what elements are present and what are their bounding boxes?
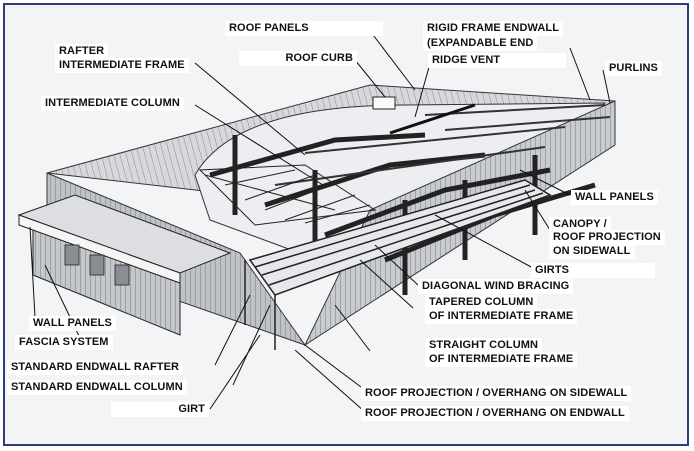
- label-tapered-column-line1: TAPERED COLUMN: [425, 295, 538, 310]
- label-diagonal-wind-bracing: DIAGONAL WIND BRACING: [418, 279, 574, 294]
- label-rafter-line1: RAFTER: [55, 44, 109, 59]
- label-standard-endwall-rafter: STANDARD ENDWALL RAFTER: [7, 360, 184, 375]
- label-wall-panels-left: WALL PANELS: [29, 316, 116, 331]
- label-ridge-vent: RIDGE VENT: [428, 53, 566, 68]
- label-canopy-line1: CANOPY /: [549, 217, 611, 232]
- label-roof-curb: ROOF CURB: [239, 51, 357, 66]
- label-straight-column-line2: OF INTERMEDIATE FRAME: [425, 352, 578, 367]
- purlins: [274, 104, 611, 186]
- wind-bracing: [198, 164, 377, 226]
- diagram-frame: ROOF PANELS RIGID FRAME ENDWALL (EXPANDA…: [3, 3, 689, 446]
- annex-building: [17, 194, 232, 336]
- label-standard-endwall-column: STANDARD ENDWALL COLUMN: [7, 380, 187, 395]
- label-tapered-column-line2: OF INTERMEDIATE FRAME: [425, 309, 578, 324]
- label-girts: GIRTS: [531, 263, 655, 278]
- sidewall-canopy: [244, 179, 552, 350]
- label-wall-panels-right: WALL PANELS: [571, 190, 658, 205]
- label-girt: GIRT: [111, 402, 209, 417]
- label-rigid-frame-endwall-line1: RIGID FRAME ENDWALL: [423, 21, 564, 36]
- building-illustration: [17, 26, 616, 413]
- label-fascia-system: FASCIA SYSTEM: [15, 335, 113, 350]
- label-canopy-line3: ON SIDEWALL: [549, 244, 635, 259]
- label-roof-projection-endwall: ROOF PROJECTION / OVERHANG ON ENDWALL: [361, 406, 629, 421]
- label-roof-projection-sidewall: ROOF PROJECTION / OVERHANG ON SIDEWALL: [361, 386, 632, 401]
- ridge-vent: [389, 103, 476, 135]
- label-intermediate-column: INTERMEDIATE COLUMN: [41, 96, 184, 111]
- label-roof-panels: ROOF PANELS: [225, 21, 383, 36]
- label-rafter-line2: INTERMEDIATE FRAME: [55, 58, 189, 73]
- label-straight-column-line1: STRAIGHT COLUMN: [425, 338, 543, 353]
- label-purlins: PURLINS: [605, 61, 662, 76]
- label-rigid-frame-endwall-line2: (EXPANDABLE END: [423, 36, 538, 51]
- leader-lines: [29, 26, 611, 413]
- label-canopy-line2: ROOF PROJECTION: [549, 230, 665, 245]
- roof-curb: [372, 96, 396, 110]
